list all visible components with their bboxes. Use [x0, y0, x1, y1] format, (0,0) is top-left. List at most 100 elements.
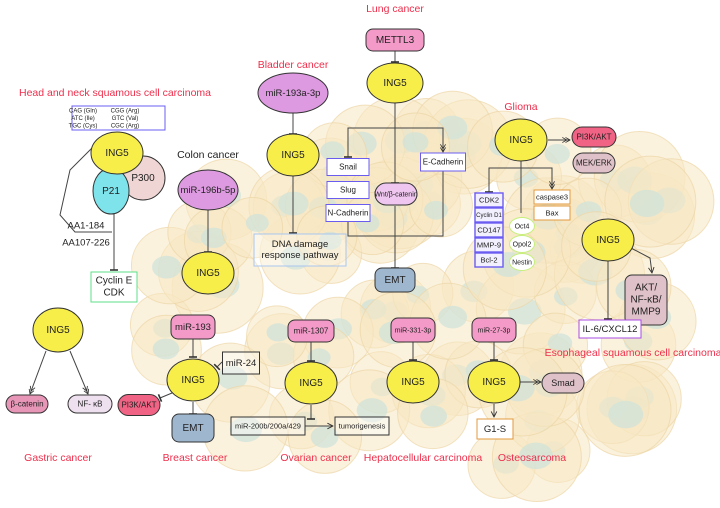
activate-edge [69, 350, 88, 394]
glioma-target-box[interactable]: MMP-9 [474, 237, 504, 253]
cell-nucleus [547, 333, 573, 353]
pi3k-akt-glioma[interactable]: PI3K/AKT [571, 126, 617, 148]
emt-lung-shape [374, 267, 416, 293]
apoptosis-box[interactable]: Bax [533, 205, 571, 221]
snail-box[interactable]: Snail [326, 158, 370, 176]
edge [59, 147, 112, 233]
apoptosis-box[interactable]: caspase3 [533, 189, 571, 205]
stem-marker-node[interactable]: Opol2 [509, 235, 535, 253]
cancer-title: Ovarian cancer [280, 452, 352, 464]
codon-label: CGC (Arg) [111, 124, 139, 130]
ing5-breast[interactable]: ING5 [166, 358, 220, 402]
ing5-esophageal[interactable]: ING5 [581, 218, 635, 262]
il6-cxcl12-box[interactable]: IL-6/CXCL12 [578, 319, 642, 339]
beta-catenin-node-label: β-catenin [10, 400, 43, 409]
ing5-osteo[interactable]: ING5 [467, 360, 521, 404]
mettl3-node[interactable]: METTL3 [365, 28, 425, 52]
pi3k-akt-breast[interactable]: PI3K/AKT [117, 394, 161, 416]
cell-nucleus [519, 442, 553, 470]
mir-1307-node[interactable]: miR-1307 [287, 319, 335, 343]
ing5-bladder[interactable]: ING5 [266, 133, 320, 177]
codon-label: ATC (Ile) [71, 116, 95, 122]
ing5-head-neck[interactable]: ING5 [90, 131, 144, 175]
wnt-catenin-node[interactable]: Wnt/β-catenin [374, 182, 418, 206]
n-cadherin-box-shape [325, 204, 371, 222]
p21-node[interactable]: P21 [92, 167, 130, 215]
n-cadherin-box[interactable]: N-Cadherin [325, 204, 371, 222]
cell-nucleus [402, 132, 429, 153]
e-cadherin-box[interactable]: E-Cadherin [420, 152, 466, 172]
ing5-breast-shape [166, 358, 220, 402]
mir-24-box[interactable]: miR-24 [222, 351, 260, 375]
activate-edge [630, 247, 652, 273]
ing5-hepato[interactable]: ING5 [386, 360, 440, 404]
mir-27-3p-node[interactable]: miR-27-3p [471, 317, 517, 343]
smad-node-label: Smad [551, 378, 575, 388]
p300-node-label: P300 [131, 173, 155, 184]
cancer-title: Breast cancer [163, 452, 228, 464]
ing5-colon-label: ING5 [196, 268, 220, 279]
tumorigenesis-box[interactable]: tumorigenesis [334, 416, 390, 436]
ing5-glioma-shape [494, 118, 548, 162]
emt-lung[interactable]: EMT [374, 267, 416, 293]
stem-marker-node-shape [509, 217, 535, 235]
nf-kb-node[interactable]: NF- κB [67, 394, 113, 414]
ing5-ovarian[interactable]: ING5 [284, 361, 338, 405]
cell-nucleus [318, 231, 342, 250]
mir-193a-3p-node-label: miR-193a-3p [266, 88, 321, 99]
il6-cxcl12-box-shape [578, 319, 642, 339]
glioma-target-box[interactable]: Bcl-2 [474, 252, 504, 268]
mir-193-node[interactable]: miR-193 [170, 314, 216, 340]
mir-196b-5p-node-shape [177, 169, 239, 211]
ing5-glioma[interactable]: ING5 [494, 118, 548, 162]
ing5-ovarian-shape [284, 361, 338, 405]
pi3k-akt-breast-shape [117, 394, 161, 416]
mir-1307-node-shape [287, 319, 335, 343]
beta-catenin-node[interactable]: β-catenin [5, 394, 49, 414]
glioma-target-box[interactable]: CD147 [474, 222, 504, 238]
pi3k-akt-glioma-label: PI3K/AKT [576, 133, 611, 142]
ing5-lung[interactable]: ING5 [366, 62, 424, 104]
glioma-target-box[interactable]: CDK2 [474, 192, 504, 208]
cancer-title: Gastric cancer [24, 452, 92, 464]
mir-331-3p-node[interactable]: miR-331-3p [390, 317, 436, 343]
stem-marker-node[interactable]: Oct4 [509, 217, 535, 235]
mir-24-box-shape [222, 351, 260, 375]
aa107-226-label: AA107-226 [62, 238, 110, 249]
cancer-title: Esophageal squamous cell carcinoma [545, 347, 720, 359]
g1-s-box[interactable]: G1-S [476, 418, 514, 440]
e-cadherin-box-label: E-Cadherin [423, 158, 463, 167]
mir-196b-5p-node[interactable]: miR-196b-5p [177, 169, 239, 211]
akt-nfkb-mmp9-node-label: MMP9 [632, 307, 661, 318]
n-cadherin-box-label: N-Cadherin [328, 209, 369, 218]
stem-marker-node[interactable]: Nestin [509, 253, 535, 271]
mir-193-node-shape [170, 314, 216, 340]
apoptosis-box-label: Bax [546, 208, 559, 217]
slug-box[interactable]: Slug [326, 181, 370, 199]
smad-node[interactable]: Smad [541, 372, 585, 394]
ing5-glioma-label: ING5 [509, 135, 533, 146]
slug-box-shape [326, 181, 370, 199]
mir-331-3p-node-shape [390, 317, 436, 343]
cancer-title: Head and neck squamous cell carcinoma [19, 87, 211, 99]
mek-erk-node[interactable]: MEK/ERK [572, 152, 616, 174]
mir-200-box[interactable]: miR-200b/200a/429 [230, 416, 306, 436]
ing5-gastric[interactable]: ING5 [32, 307, 84, 353]
ing5-colon[interactable]: ING5 [181, 251, 235, 295]
inhibit-edge [157, 392, 173, 402]
emt-breast[interactable]: EMT [171, 413, 215, 443]
mettl3-node-label: METTL3 [376, 35, 415, 46]
g1-s-box-label: G1-S [484, 424, 506, 435]
glioma-target-box-shape [474, 237, 504, 253]
mek-erk-node-shape [572, 152, 616, 174]
ing5-bladder-label: ING5 [281, 150, 305, 161]
pi3k-akt-breast-label: PI3K/AKT [121, 401, 156, 410]
ing5-esophageal-shape [581, 218, 635, 262]
glioma-target-box[interactable]: Cyclin D1 [474, 207, 504, 223]
mir-193a-3p-node[interactable]: miR-193a-3p [257, 72, 329, 114]
akt-nfkb-mmp9-node[interactable]: AKT/NF-κB/MMP9 [624, 274, 668, 326]
